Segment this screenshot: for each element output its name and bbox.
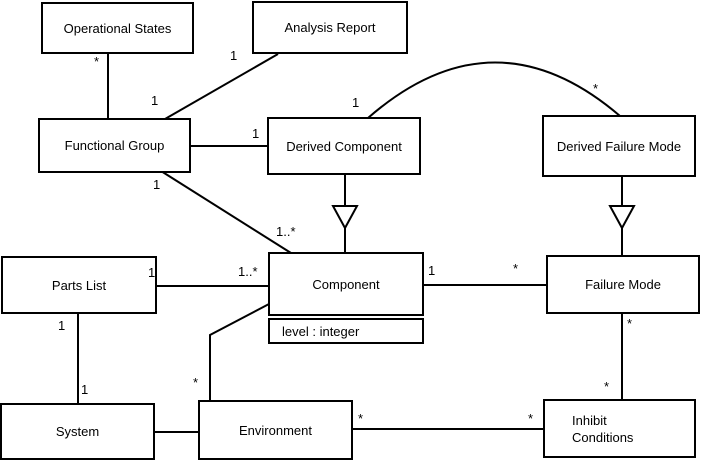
multiplicity-inhibit-end-failure-mode: * (604, 379, 610, 394)
class-attributes-component: level : integer (268, 318, 424, 344)
multiplicity-environment-end-component: * (193, 375, 199, 390)
class-name-environment: Environment (239, 422, 312, 438)
edge-component-environment (209, 303, 270, 401)
class-box-inhibit-conditions: Inhibit Conditions (543, 399, 696, 458)
class-box-parts-list: Parts List (1, 256, 157, 314)
multiplicity-failure-mode-end-inhibit: * (627, 316, 633, 331)
class-name-parts-list: Parts List (51, 277, 107, 293)
class-name-component: Component (312, 276, 380, 292)
class-name-analysis-report: Analysis Report (284, 20, 376, 35)
multiplicity-inhibit-end-environment: * (528, 411, 534, 426)
multiplicity-parts-list-end-system: 1 (58, 318, 66, 333)
multiplicity-functional-group-end-analysis-report: 1 (151, 93, 159, 108)
multiplicity-component-end-parts-list: 1..* (238, 264, 258, 279)
class-box-environment: Environment (198, 400, 353, 460)
generalization-triangle-icon (331, 205, 359, 231)
multiplicity-parts-list-end-component: 1 (148, 265, 156, 280)
class-box-component: Component (268, 252, 424, 316)
class-box-operational-states: Operational States (41, 2, 194, 54)
class-box-system: System (0, 403, 155, 460)
class-name-failure-mode: Failure Mode (585, 277, 661, 292)
edge-functional-group-component (160, 170, 292, 254)
class-box-derived-component: Derived Component (267, 117, 421, 175)
class-name-functional-group: Functional Group (64, 138, 165, 153)
edge-derived-component-derived-failure-mode-arc (367, 61, 621, 119)
class-name-derived-failure-mode: Derived Failure Mode (556, 138, 682, 154)
class-box-failure-mode: Failure Mode (546, 255, 700, 314)
multiplicity-system-end-parts-list: 1 (81, 382, 89, 397)
generalization-triangle-icon (608, 205, 636, 231)
multiplicity-functional-group-end-component: 1 (153, 177, 161, 192)
class-name-derived-component: Derived Component (286, 138, 402, 154)
multiplicity-derived-component-end-functional-group: 1 (252, 126, 260, 141)
class-box-analysis-report: Analysis Report (252, 1, 408, 54)
class-name-inhibit-conditions: Inhibit Conditions (572, 412, 634, 445)
class-name-system: System (55, 424, 100, 439)
multiplicity-environment-end-inhibit: * (358, 411, 364, 426)
multiplicity-failure-mode-end-component: * (513, 261, 519, 276)
multiplicity-operational-states-end: * (94, 54, 100, 69)
class-box-derived-failure-mode: Derived Failure Mode (542, 115, 696, 177)
class-box-functional-group: Functional Group (38, 118, 191, 173)
multiplicity-component-end-failure-mode: 1 (428, 263, 436, 278)
multiplicity-analysis-report-end: 1 (230, 48, 238, 63)
multiplicity-derived-component-end-arc: 1 (352, 95, 360, 110)
class-name-operational-states: Operational States (63, 20, 172, 36)
edge-analysis-report-functional-group (164, 53, 279, 120)
multiplicity-derived-failure-mode-end-arc: * (593, 81, 599, 96)
attribute-level-integer: level : integer (282, 323, 360, 339)
multiplicity-component-end-functional-group: 1..* (276, 224, 296, 239)
